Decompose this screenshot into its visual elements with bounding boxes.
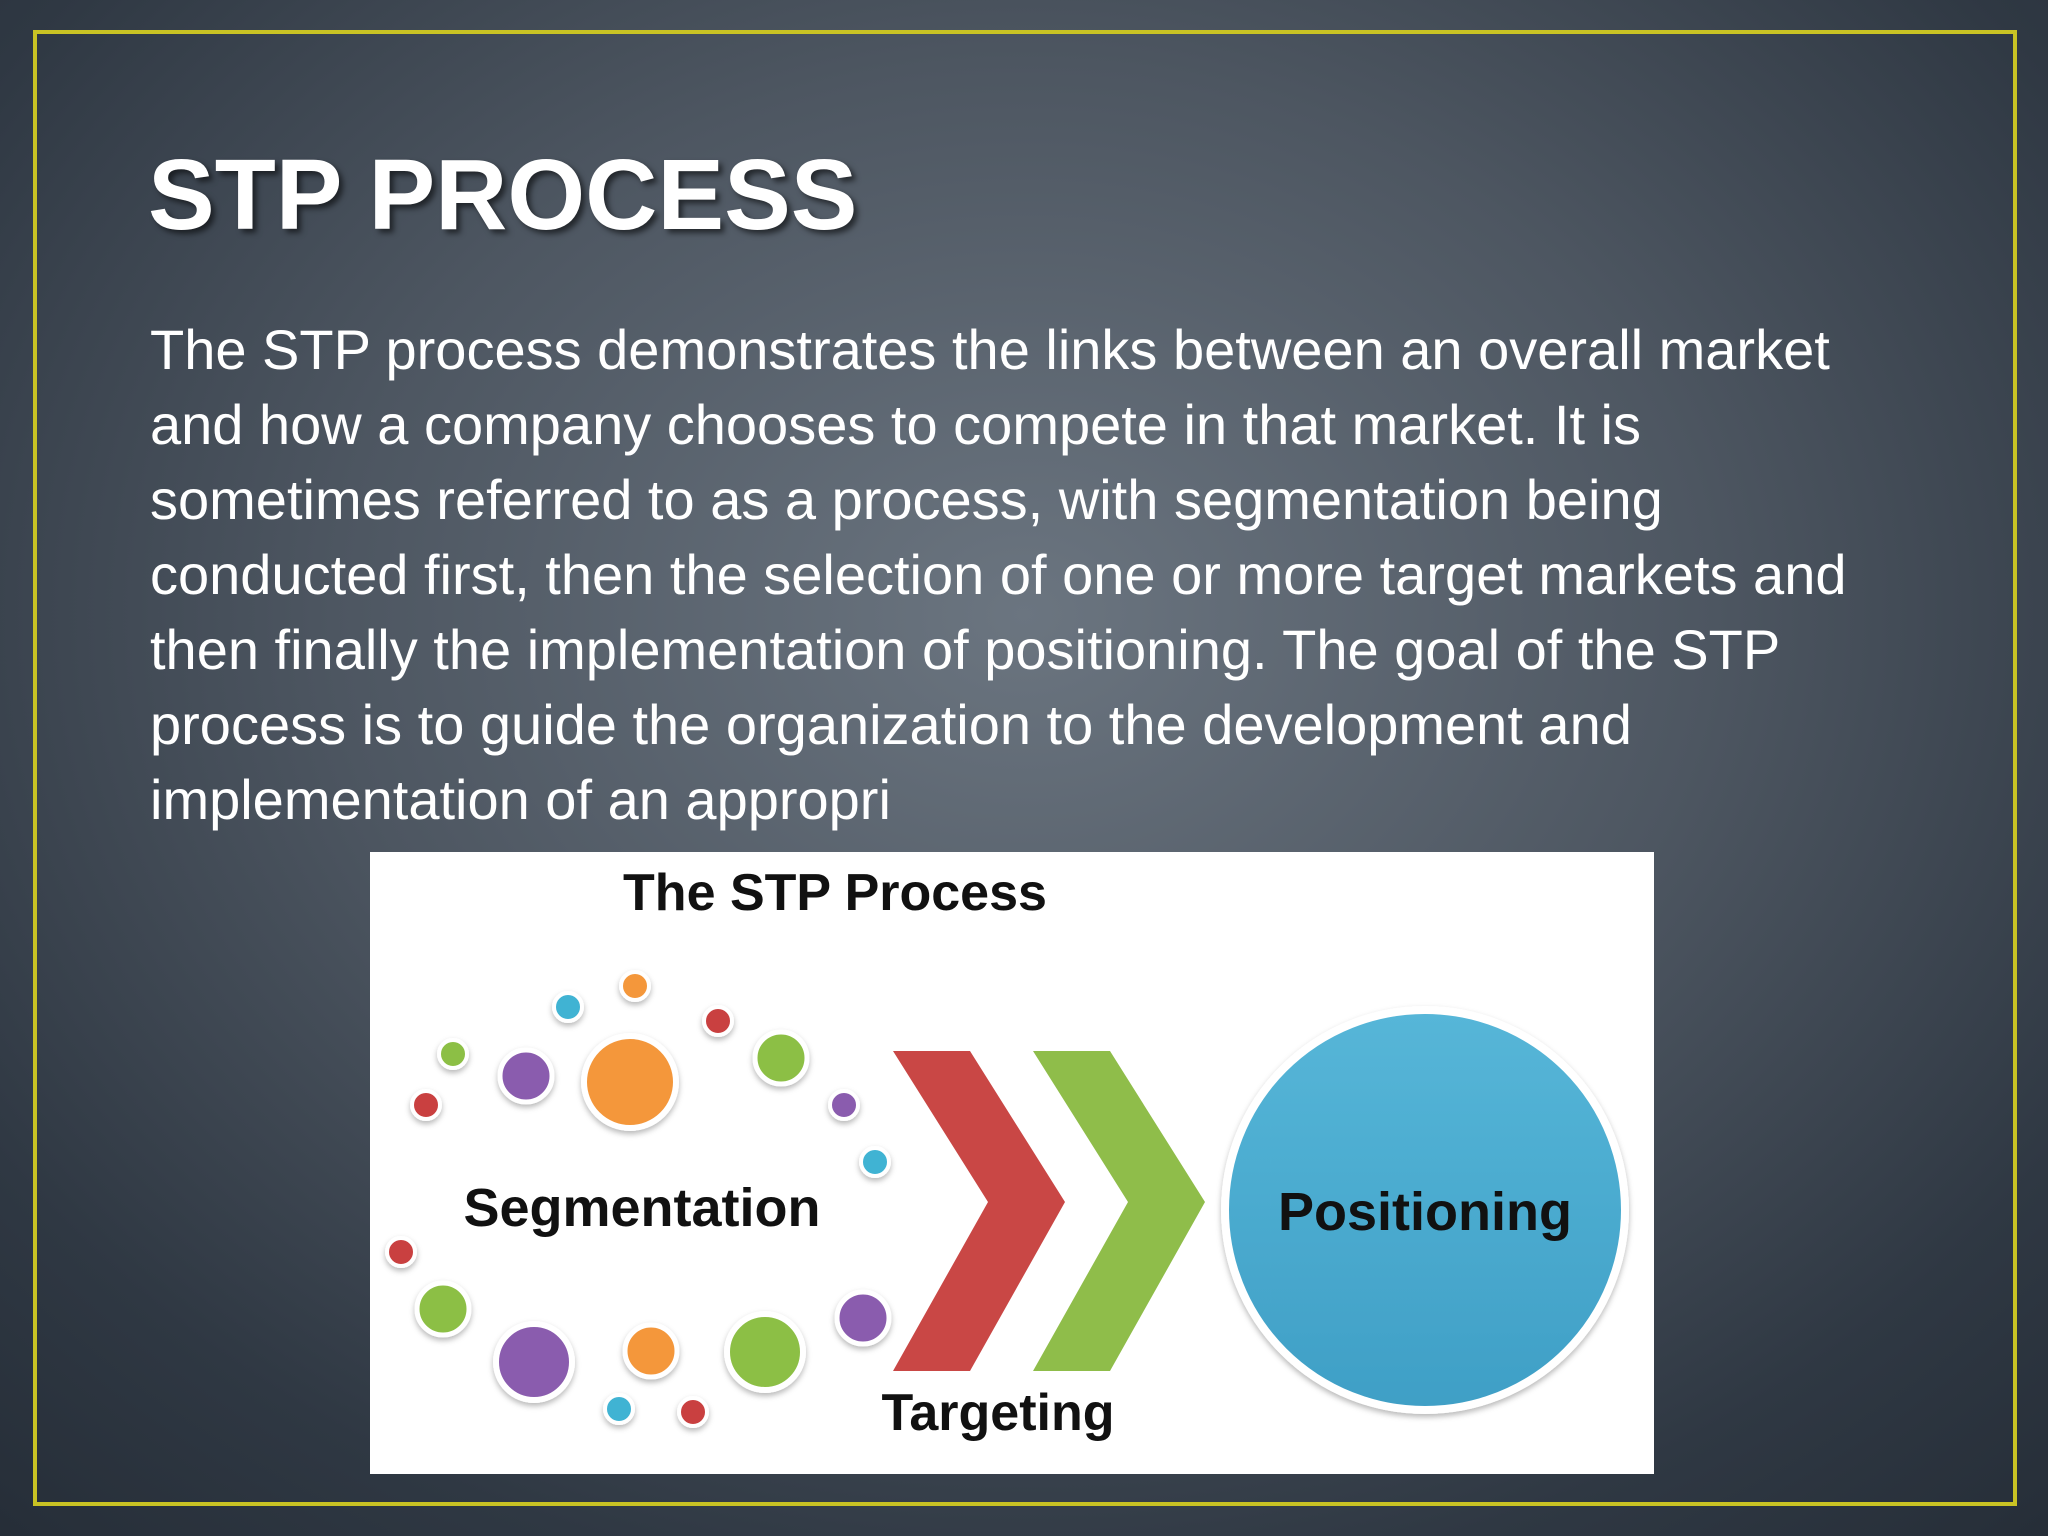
slide-body-text: The STP process demonstrates the links b…: [150, 318, 1847, 831]
slide-title: STP PROCESS: [148, 139, 858, 251]
dot-purple-medium-bottom-right: [834, 1289, 892, 1347]
dot-green-small-left: [437, 1038, 469, 1070]
positioning-label: Positioning: [1278, 1182, 1572, 1242]
dot-blue-small-bottom: [603, 1393, 635, 1425]
targeting-chevron-red: [893, 1051, 1065, 1371]
dot-red-small-bottom-left: [385, 1236, 417, 1268]
dot-red-small-left: [410, 1089, 442, 1121]
dot-orange-medium-bottom: [622, 1322, 680, 1380]
dot-purple-small-right: [828, 1089, 860, 1121]
dot-orange-large-top: [581, 1033, 679, 1131]
dot-purple-large-bottom: [493, 1321, 575, 1403]
segmentation-dots-bottom: [385, 1236, 892, 1428]
stp-process-diagram: The STP Process Segmentation: [370, 852, 1654, 1474]
dot-purple-medium-top: [497, 1047, 555, 1105]
dot-red-small-top: [702, 1005, 734, 1037]
dot-green-large-bottom: [724, 1311, 806, 1393]
targeting-chevron-green: [1033, 1051, 1205, 1371]
positioning-circle: [1221, 1006, 1629, 1414]
targeting-label: Targeting: [881, 1384, 1114, 1442]
dot-blue-small-right: [859, 1146, 891, 1178]
dot-red-small-bottom: [677, 1396, 709, 1428]
diagram-title: The STP Process: [623, 864, 1047, 922]
segmentation-dots: [410, 970, 891, 1178]
segmentation-label: Segmentation: [463, 1178, 820, 1238]
dot-orange-small-top: [619, 970, 651, 1002]
dot-green-medium-bottom-left: [414, 1280, 472, 1338]
dot-blue-small-top: [552, 991, 584, 1023]
slide-border-frame: [33, 30, 2017, 1506]
dot-green-medium-top: [752, 1029, 810, 1087]
